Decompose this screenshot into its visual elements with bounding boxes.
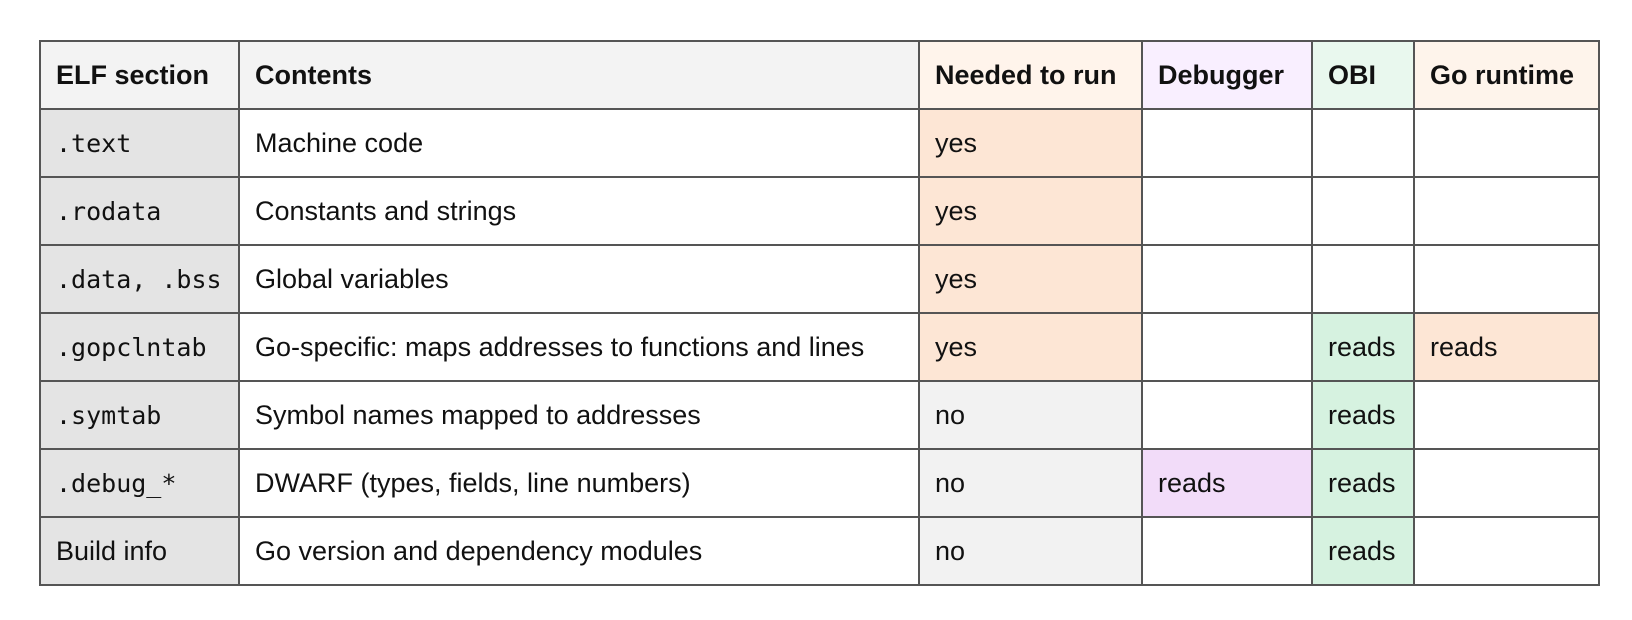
cell-go-runtime — [1413, 108, 1600, 178]
cell-debugger — [1141, 380, 1313, 450]
cell-elf-section: .gopclntab — [39, 312, 240, 382]
table-row: .debug_*DWARF (types, fields, line numbe… — [39, 448, 1600, 518]
elf-sections-table: ELF section Contents Needed to run Debug… — [39, 40, 1600, 586]
cell-debugger — [1141, 244, 1313, 314]
cell-go-runtime — [1413, 380, 1600, 450]
cell-needed-to-run: no — [918, 380, 1143, 450]
cell-elf-section: .text — [39, 108, 240, 178]
cell-go-runtime: reads — [1413, 312, 1600, 382]
header-contents: Contents — [238, 40, 920, 110]
header-debugger: Debugger — [1141, 40, 1313, 110]
cell-go-runtime — [1413, 244, 1600, 314]
cell-elf-section: .symtab — [39, 380, 240, 450]
cell-elf-section: .rodata — [39, 176, 240, 246]
cell-obi — [1311, 244, 1415, 314]
cell-needed-to-run: no — [918, 448, 1143, 518]
header-obi: OBI — [1311, 40, 1415, 110]
cell-needed-to-run: yes — [918, 108, 1143, 178]
cell-obi: reads — [1311, 312, 1415, 382]
cell-obi: reads — [1311, 448, 1415, 518]
cell-obi — [1311, 176, 1415, 246]
cell-needed-to-run: yes — [918, 176, 1143, 246]
cell-go-runtime — [1413, 516, 1600, 586]
header-go-runtime: Go runtime — [1413, 40, 1600, 110]
cell-needed-to-run: no — [918, 516, 1143, 586]
cell-needed-to-run: yes — [918, 244, 1143, 314]
cell-elf-section: .debug_* — [39, 448, 240, 518]
cell-obi — [1311, 108, 1415, 178]
header-elf-section: ELF section — [39, 40, 240, 110]
cell-go-runtime — [1413, 448, 1600, 518]
cell-contents: Machine code — [238, 108, 920, 178]
cell-contents: Global variables — [238, 244, 920, 314]
cell-contents: Go-specific: maps addresses to functions… — [238, 312, 920, 382]
cell-obi: reads — [1311, 516, 1415, 586]
table-header-row: ELF section Contents Needed to run Debug… — [39, 40, 1600, 110]
cell-contents: Symbol names mapped to addresses — [238, 380, 920, 450]
cell-debugger — [1141, 516, 1313, 586]
cell-debugger — [1141, 108, 1313, 178]
cell-debugger: reads — [1141, 448, 1313, 518]
cell-contents: Go version and dependency modules — [238, 516, 920, 586]
cell-obi: reads — [1311, 380, 1415, 450]
cell-needed-to-run: yes — [918, 312, 1143, 382]
cell-contents: DWARF (types, fields, line numbers) — [238, 448, 920, 518]
cell-go-runtime — [1413, 176, 1600, 246]
cell-elf-section: .data, .bss — [39, 244, 240, 314]
header-needed-to-run: Needed to run — [918, 40, 1143, 110]
cell-contents: Constants and strings — [238, 176, 920, 246]
cell-debugger — [1141, 176, 1313, 246]
cell-elf-section: Build info — [39, 516, 240, 586]
cell-debugger — [1141, 312, 1313, 382]
